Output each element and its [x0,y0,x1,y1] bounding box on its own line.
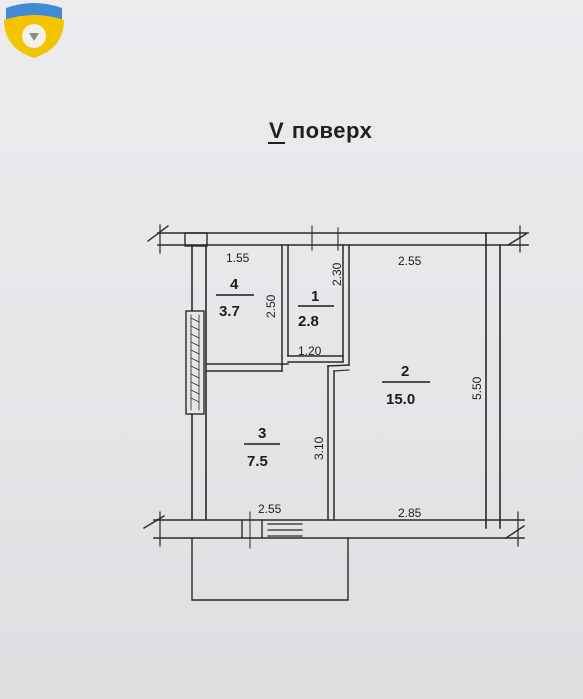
bottom-wall [143,511,525,547]
partition-room4-room3 [205,363,289,372]
radiator [185,310,205,415]
room-3-number: 3 [258,425,266,442]
dim-room1-height: 2.30 [330,262,344,286]
room-2-area: 15.0 [386,391,415,408]
room-4-number: 4 [230,276,239,293]
partition-room1-room2 [342,244,350,366]
partition-room3-room2 [327,364,350,521]
dim-room1-width: 1.20 [298,344,322,358]
balcony-outline [191,537,349,601]
dim-room2-width: 2.55 [398,254,422,268]
room-2-number: 2 [401,363,409,380]
floor-word: поверх [291,118,373,143]
room-2-label: 2 15.0 [382,363,430,408]
dim-room4-height: 2.50 [264,294,278,318]
ventilation-block [184,232,208,247]
floor-title: V поверх [268,118,372,144]
room-4-area: 3.7 [219,303,240,320]
dim-bottom-left-width: 2.55 [258,502,282,516]
dim-room4-width: 1.55 [226,251,250,265]
room-1-area: 2.8 [298,313,319,330]
partition-room4-room1 [281,244,289,365]
room-4-label: 4 3.7 [216,276,254,320]
floor-number: V [268,118,286,144]
dim-bottom-right-width: 2.85 [398,506,422,520]
room-1-label: 1 2.8 [298,288,334,330]
dim-room2-height: 5.50 [470,376,484,400]
right-wall [485,232,501,529]
room-1-number: 1 [311,288,319,305]
room-3-area: 7.5 [247,453,268,470]
room-3-label: 3 7.5 [244,425,280,470]
logo-badge-icon [4,3,64,58]
balcony-door [241,511,303,549]
dim-room3-height: 3.10 [312,436,326,460]
